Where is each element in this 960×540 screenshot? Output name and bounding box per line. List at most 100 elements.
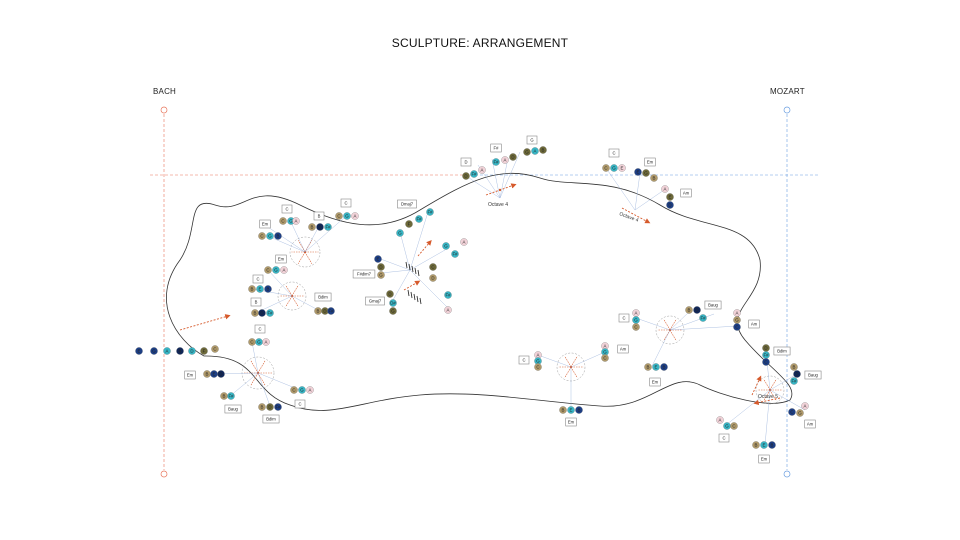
note-node: C <box>335 212 343 220</box>
note-node: E <box>256 285 264 293</box>
direction-arrow <box>485 183 517 196</box>
link-line <box>537 354 572 368</box>
link-line <box>669 311 690 331</box>
chord-label: C <box>608 148 620 158</box>
note-circle <box>666 193 674 201</box>
note-letter: A <box>736 310 739 315</box>
cluster-spoke <box>570 366 578 379</box>
note-letter: F# <box>328 308 334 313</box>
note-circle <box>258 403 266 411</box>
link-line <box>669 313 715 331</box>
note-letter: F# <box>791 378 797 383</box>
note-node: C <box>730 422 738 430</box>
note-node: B <box>308 223 316 231</box>
chord-text: Am <box>683 190 690 195</box>
note-circle <box>602 164 610 172</box>
note-circle <box>442 242 450 250</box>
chord-box <box>804 370 822 380</box>
chord-box <box>804 419 816 429</box>
chord-box <box>644 157 656 167</box>
note-letter: C <box>260 233 263 238</box>
note-circle <box>266 403 274 411</box>
chord-label: F# <box>490 143 502 153</box>
chord-text: Baug <box>708 302 718 307</box>
note-circle <box>531 147 539 155</box>
chord-label: Baug <box>804 370 822 380</box>
chord-label: Bdim <box>262 414 280 424</box>
note-node: G <box>442 242 450 250</box>
link-line <box>399 231 411 271</box>
chord-text: Bdim <box>318 294 328 299</box>
chord-text: B <box>255 299 258 304</box>
note-node: F# <box>444 291 452 299</box>
link-line <box>291 295 321 312</box>
note-circle <box>351 212 359 220</box>
note-node: E <box>210 370 218 378</box>
note-letter: C <box>536 364 539 369</box>
link-line <box>304 216 346 253</box>
note-letter: G <box>644 170 648 175</box>
chord-text: Am <box>620 346 627 351</box>
chord-text: C <box>256 276 259 281</box>
note-letter: B <box>647 364 650 369</box>
chord-text: F#dim7 <box>357 271 372 276</box>
note-letter: F <box>203 348 206 353</box>
cluster-spoke <box>297 251 306 264</box>
note-letter: C <box>732 423 735 428</box>
chord-box <box>314 292 332 302</box>
note-circle <box>248 285 256 293</box>
note-letter: D <box>764 345 767 350</box>
link-line <box>409 249 446 271</box>
note-letter: C <box>250 339 253 344</box>
note-letter: C <box>292 387 295 392</box>
direction-arrow <box>179 314 231 331</box>
note-node: B <box>559 406 567 414</box>
chord-box <box>252 274 264 284</box>
note-circle <box>790 363 798 371</box>
cluster-spoke <box>663 329 671 342</box>
chord-text: Em <box>761 456 768 461</box>
link-line <box>499 157 509 199</box>
chord-label: C <box>518 355 530 365</box>
link-line <box>769 389 806 411</box>
note-circle <box>790 377 798 385</box>
note-circle <box>217 370 225 378</box>
note-letter: A <box>283 267 286 272</box>
note-letter: B <box>663 364 666 369</box>
note-letter: G <box>444 243 448 248</box>
link-line <box>269 236 306 253</box>
note-circle <box>661 185 669 193</box>
chord-label: D <box>460 157 472 167</box>
note-letter: G <box>300 387 304 392</box>
note-letter: F# <box>275 404 281 409</box>
link-line <box>304 227 319 253</box>
note-circle <box>150 347 158 355</box>
link-line <box>769 373 798 391</box>
note-node: G <box>272 266 280 274</box>
chord-label: B <box>313 211 325 221</box>
note-circle <box>396 229 404 237</box>
note-node: F <box>405 220 413 228</box>
note-circle <box>211 345 219 353</box>
note-letter: D <box>668 202 671 207</box>
note-node: A <box>661 185 669 193</box>
note-node: A <box>801 402 809 410</box>
bach-label: BACH <box>153 87 177 96</box>
note-node: B <box>203 370 211 378</box>
chord-box <box>294 399 306 409</box>
cluster-spoke <box>304 251 313 264</box>
link-line <box>669 325 739 331</box>
note-circle <box>274 232 282 240</box>
note-letter: C <box>603 355 606 360</box>
note-node: B <box>274 232 282 240</box>
note-circle <box>470 170 478 178</box>
chord-label: Em <box>644 157 656 167</box>
note-node: A <box>531 147 539 155</box>
chord-label: Em <box>184 370 196 380</box>
note-letter: B <box>317 308 320 313</box>
note-node: A <box>163 347 171 355</box>
note-node: G <box>534 357 542 365</box>
tick-mark <box>408 263 411 271</box>
mozart-label: MOZART <box>770 87 805 96</box>
